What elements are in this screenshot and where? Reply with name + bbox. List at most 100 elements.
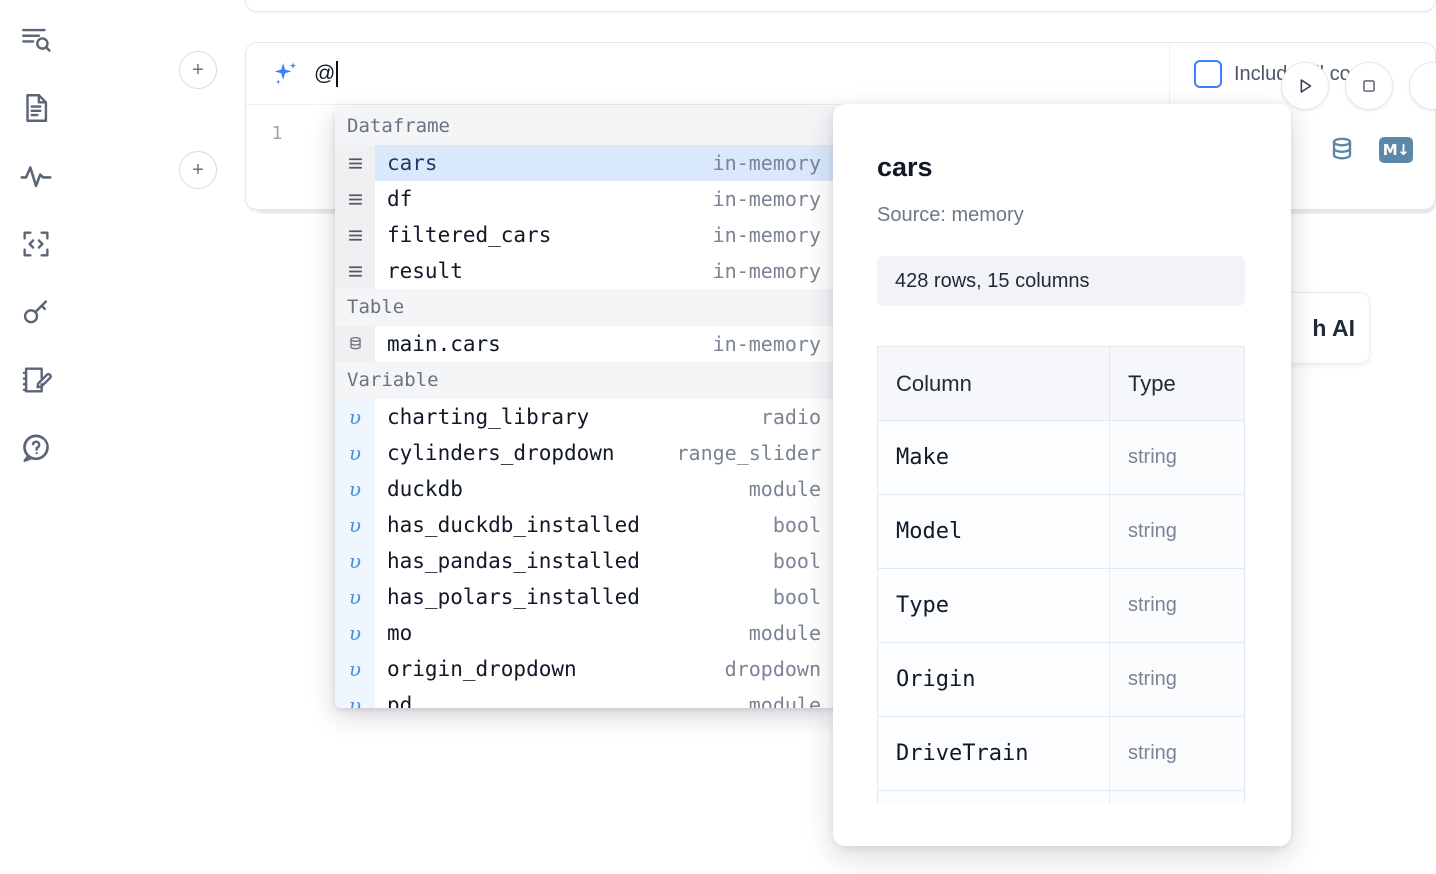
autocomplete-item[interactable]: result in-memory bbox=[335, 253, 835, 289]
variable-icon: υ bbox=[335, 399, 375, 435]
schema-column-name: MSRP bbox=[877, 790, 1110, 804]
autocomplete-item-kind: in-memory bbox=[712, 332, 821, 356]
autocomplete-item-name: duckdb bbox=[387, 477, 463, 501]
file-text-icon[interactable] bbox=[14, 86, 58, 130]
autocomplete-item-kind: module bbox=[748, 477, 821, 501]
variable-icon: υ bbox=[335, 651, 375, 687]
sparkle-ai-icon bbox=[268, 57, 302, 91]
include-all-code-checkbox[interactable] bbox=[1194, 60, 1222, 88]
autocomplete-item-body: result in-memory bbox=[375, 253, 835, 289]
variable-icon: υ bbox=[335, 579, 375, 615]
scratchpad-edit-icon[interactable] bbox=[14, 358, 58, 402]
add-cell-above-button[interactable]: + bbox=[179, 51, 217, 89]
dataframe-rows-icon bbox=[335, 217, 375, 253]
dataset-preview-content: cars Source: memory 428 rows, 15 columns… bbox=[833, 104, 1291, 804]
more-cell-actions-button[interactable] bbox=[1409, 62, 1436, 110]
dataframe-rows-icon bbox=[335, 253, 375, 289]
autocomplete-item-name: filtered_cars bbox=[387, 223, 552, 247]
variable-icon: υ bbox=[335, 435, 375, 471]
autocomplete-item-kind: bool bbox=[772, 549, 821, 573]
schema-column-type: string bbox=[1109, 568, 1245, 643]
activity-pulse-icon[interactable] bbox=[14, 154, 58, 198]
schema-column-name: Model bbox=[877, 494, 1110, 569]
autocomplete-item-kind: bool bbox=[772, 513, 821, 537]
schema-column-type: string bbox=[1109, 494, 1245, 569]
autocomplete-item-name: result bbox=[387, 259, 463, 283]
autocomplete-item-kind: bool bbox=[772, 585, 821, 609]
ai-prompt-row: @ bbox=[246, 43, 1171, 105]
autocomplete-item-name: cars bbox=[387, 151, 438, 175]
schema-column-type: string bbox=[1109, 642, 1245, 717]
stop-cell-button[interactable] bbox=[1345, 62, 1393, 110]
dataset-source: Source: memory bbox=[877, 204, 1024, 226]
autocomplete-group-header: Variable bbox=[335, 362, 835, 399]
table-header-row: Column Type bbox=[877, 346, 1245, 421]
autocomplete-item-body: duckdb module bbox=[375, 471, 835, 507]
run-cell-button[interactable] bbox=[1281, 62, 1329, 110]
autocomplete-item[interactable]: υ origin_dropdown dropdown bbox=[335, 651, 835, 687]
add-cell-below-button[interactable]: + bbox=[179, 151, 217, 189]
variable-icon: υ bbox=[335, 507, 375, 543]
autocomplete-item-kind: dropdown bbox=[724, 657, 821, 681]
autocomplete-item-name: origin_dropdown bbox=[387, 657, 577, 681]
autocomplete-item-body: has_pandas_installed bool bbox=[375, 543, 835, 579]
autocomplete-item-kind: in-memory bbox=[712, 259, 821, 283]
autocomplete-item-body: origin_dropdown dropdown bbox=[375, 651, 835, 687]
autocomplete-group-header: Table bbox=[335, 289, 835, 326]
help-chat-icon[interactable] bbox=[14, 426, 58, 470]
autocomplete-item-kind: in-memory bbox=[712, 187, 821, 211]
autocomplete-item[interactable]: filtered_cars in-memory bbox=[335, 217, 835, 253]
markdown-badge[interactable]: M↓ bbox=[1379, 137, 1413, 163]
autocomplete-item[interactable]: υ has_polars_installed bool bbox=[335, 579, 835, 615]
explore-outline-icon[interactable] bbox=[14, 18, 58, 62]
autocomplete-group-header: Dataframe bbox=[335, 108, 835, 145]
autocomplete-item-kind: in-memory bbox=[712, 223, 821, 247]
dataset-title: cars bbox=[877, 152, 933, 182]
text-caret bbox=[336, 60, 339, 87]
line-number: 1 bbox=[271, 123, 283, 144]
ai-prompt-input[interactable]: @ bbox=[314, 60, 1171, 87]
sidebar-rail bbox=[0, 0, 72, 874]
plus-icon: + bbox=[192, 59, 204, 81]
variable-icon: υ bbox=[335, 687, 375, 708]
autocomplete-item-name: has_pandas_installed bbox=[387, 549, 640, 573]
plus-icon: + bbox=[192, 159, 204, 181]
database-icon[interactable] bbox=[1327, 135, 1357, 165]
key-icon[interactable] bbox=[14, 290, 58, 334]
autocomplete-item-body: has_polars_installed bool bbox=[375, 579, 835, 615]
dataset-shape-badge: 428 rows, 15 columns bbox=[877, 256, 1245, 306]
dataframe-rows-icon bbox=[335, 145, 375, 181]
autocomplete-item-name: charting_library bbox=[387, 405, 590, 429]
autocomplete-item-name: has_polars_installed bbox=[387, 585, 640, 609]
schema-column-name: Make bbox=[877, 420, 1110, 495]
schema-column-name: Origin bbox=[877, 642, 1110, 717]
run-controls bbox=[1281, 62, 1436, 110]
table-row: MSRPnumber bbox=[877, 790, 1245, 804]
cell-toolbar: M↓ bbox=[1327, 135, 1413, 165]
code-snippet-icon[interactable] bbox=[14, 222, 58, 266]
dataset-preview-panel: cars Source: memory 428 rows, 15 columns… bbox=[833, 104, 1291, 846]
